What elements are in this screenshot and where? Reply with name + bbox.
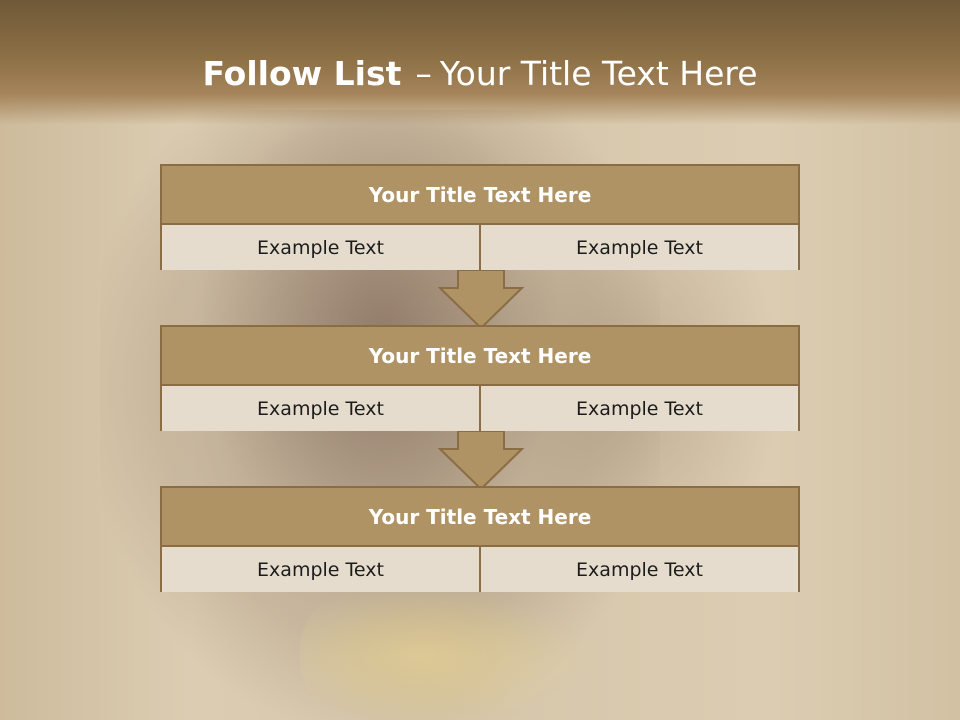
- title-bold: Follow List: [202, 54, 402, 93]
- block-cell-left: Example Text: [162, 386, 479, 431]
- block-cell-right: Example Text: [479, 386, 798, 431]
- down-arrow-icon: [438, 270, 524, 330]
- title-bar: [0, 0, 960, 125]
- title-dash: –: [415, 54, 432, 93]
- block-row: Example Text Example Text: [162, 547, 798, 592]
- block-row: Example Text Example Text: [162, 225, 798, 270]
- list-block-1: Your Title Text Here Example Text Exampl…: [160, 164, 800, 270]
- block-heading: Your Title Text Here: [162, 327, 798, 386]
- block-cell-left: Example Text: [162, 547, 479, 592]
- block-heading: Your Title Text Here: [162, 488, 798, 547]
- block-cell-left: Example Text: [162, 225, 479, 270]
- down-arrow-icon: [438, 431, 524, 491]
- background-snake: [300, 590, 600, 720]
- list-block-3: Your Title Text Here Example Text Exampl…: [160, 486, 800, 592]
- block-heading: Your Title Text Here: [162, 166, 798, 225]
- block-row: Example Text Example Text: [162, 386, 798, 431]
- slide-title: Follow List–Your Title Text Here: [0, 54, 960, 93]
- title-rest: Your Title Text Here: [439, 54, 758, 93]
- block-cell-right: Example Text: [479, 225, 798, 270]
- list-block-2: Your Title Text Here Example Text Exampl…: [160, 325, 800, 431]
- block-cell-right: Example Text: [479, 547, 798, 592]
